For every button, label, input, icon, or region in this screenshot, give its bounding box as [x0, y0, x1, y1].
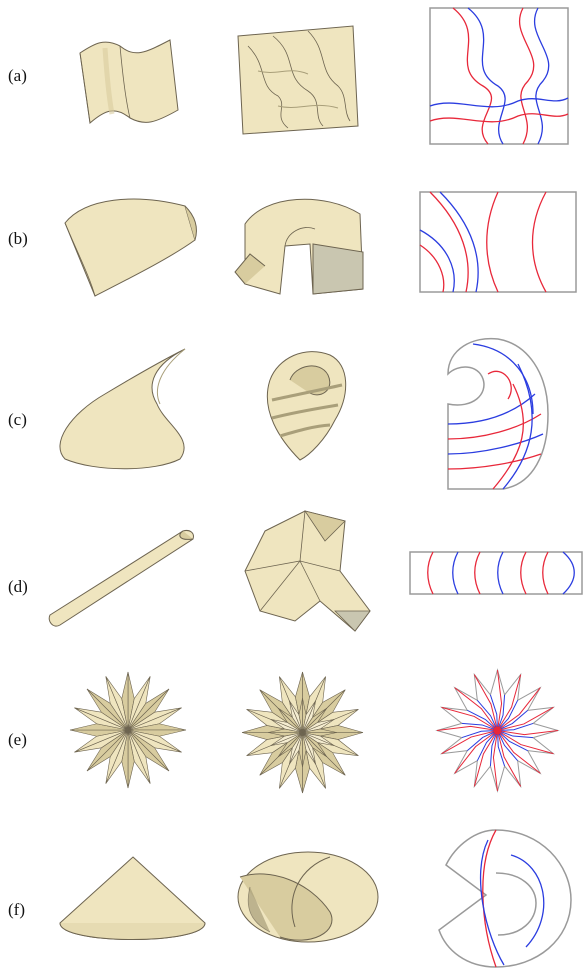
- row-d: (d): [0, 495, 587, 650]
- surface-b-cylinder: [64, 198, 197, 297]
- folded-d: [244, 510, 371, 632]
- surface-e-star: [69, 671, 187, 789]
- row-label-c: (c): [8, 410, 27, 429]
- crease-pattern-d: [409, 551, 583, 595]
- surface-f-cone: [59, 856, 206, 940]
- crease-pattern-a: [429, 7, 569, 145]
- row-a: (a): [0, 0, 587, 155]
- folded-c: [266, 351, 347, 461]
- crease-pattern-e: [435, 668, 560, 793]
- surface-a-developable: [79, 39, 179, 124]
- surface-d-tube: [48, 530, 194, 627]
- surface-c-cone-spiral: [59, 348, 186, 470]
- row-label-d: (d): [8, 577, 28, 596]
- row-e: (e): [0, 660, 587, 815]
- row-c: (c): [0, 330, 587, 490]
- folded-e-star: [241, 671, 364, 794]
- crease-pattern-f: [438, 829, 572, 968]
- folded-f: [237, 851, 379, 943]
- row-label-b: (b): [8, 229, 28, 248]
- crease-pattern-c: [447, 337, 549, 490]
- row-label-f: (f): [8, 900, 25, 919]
- folded-a: [237, 25, 359, 135]
- crease-pattern-b: [419, 191, 577, 293]
- row-b: (b): [0, 160, 587, 315]
- row-label-e: (e): [8, 730, 27, 749]
- row-f: (f): [0, 815, 587, 970]
- folded-b: [234, 198, 364, 295]
- row-label-a: (a): [8, 66, 27, 85]
